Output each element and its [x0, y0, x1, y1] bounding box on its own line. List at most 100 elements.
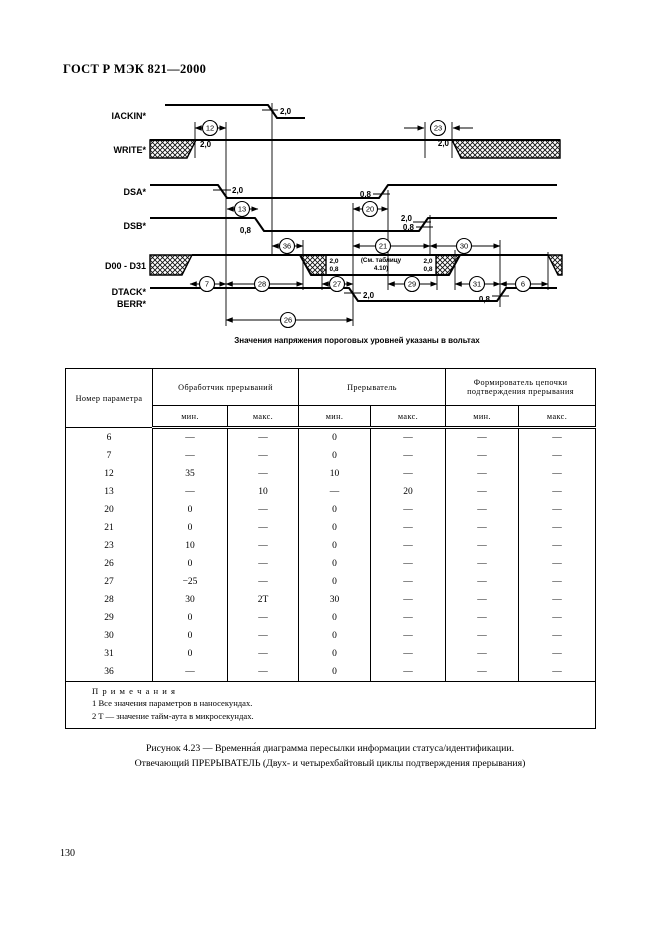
- dsa-v08-label: 0,8: [360, 190, 372, 199]
- param-number-cell: 23: [65, 537, 153, 555]
- value-cell: —: [518, 427, 597, 447]
- value-cell: —: [518, 645, 597, 663]
- param-number-cell: 31: [65, 645, 153, 663]
- value-cell: —: [370, 663, 447, 682]
- value-cell: —: [518, 519, 597, 537]
- value-cell: —: [445, 519, 520, 537]
- col-header-param-number: Номер параметра: [65, 368, 153, 428]
- bus-valid-labels: 2,0 0,8 (См. таблицу 4.10) 2,0 0,8: [329, 256, 432, 273]
- value-cell: —: [445, 501, 520, 519]
- param-29: 29: [387, 275, 438, 293]
- signal-label-dsb: DSB*: [123, 221, 146, 231]
- parameter-dimensions: 12 23 13 20 36: [189, 119, 549, 329]
- param-27: 27: [321, 275, 354, 293]
- table-notes: П р и м е ч а н и я 1 Все значения парам…: [65, 680, 596, 729]
- bus-waveform: [149, 254, 563, 276]
- svg-text:7: 7: [205, 280, 209, 289]
- standard-title: ГОСТ Р МЭК 821—2000: [63, 62, 207, 76]
- param-number-cell: 13: [65, 483, 153, 501]
- value-cell: 0: [298, 519, 372, 537]
- param-number-cell: 20: [65, 501, 153, 519]
- svg-text:27: 27: [333, 280, 341, 289]
- value-cell: —: [445, 465, 520, 483]
- value-cell: —: [152, 483, 228, 501]
- signal-label-dtack: DTACK*: [112, 287, 147, 297]
- value-cell: —: [445, 573, 520, 591]
- param-number-cell: 6: [65, 427, 153, 447]
- value-cell: 0: [298, 627, 372, 645]
- value-cell: —: [518, 627, 597, 645]
- value-cell: —: [226, 555, 300, 573]
- figure-caption-line-1: Рисунок 4.23 — Временна́я диаграмма пере…: [145, 743, 515, 754]
- value-cell: —: [445, 609, 520, 627]
- param-21: 21: [352, 237, 431, 255]
- value-cell: —: [226, 537, 300, 555]
- bus-v20-right: 2,0: [423, 258, 432, 265]
- bus-v08-left: 0,8: [329, 266, 338, 273]
- param-number-cell: 27: [65, 573, 153, 591]
- value-cell: —: [370, 501, 447, 519]
- svg-text:28: 28: [258, 280, 266, 289]
- page-number: 130: [60, 848, 75, 859]
- param-number-cell: 30: [65, 627, 153, 645]
- value-cell: 20: [370, 483, 447, 501]
- value-cell: 0: [298, 609, 372, 627]
- bus-see-table-note-1: (См. таблицу: [361, 256, 402, 264]
- value-cell: 0: [152, 555, 228, 573]
- col-subheader-min: мин.: [445, 405, 520, 429]
- param-20: 20: [352, 200, 389, 218]
- timing-diagram: IACKIN* WRITE* DSA* DSB* D00 - D31 DTACK…: [105, 103, 563, 345]
- param-28: 28: [225, 275, 304, 293]
- value-cell: 0: [298, 573, 372, 591]
- value-cell: 0: [152, 501, 228, 519]
- dtack-v20-label: 2,0: [363, 291, 375, 300]
- figure-caption-line-2: Отвечающий ПРЕРЫВАТЕЛЬ (Двух- и четырехб…: [134, 758, 526, 770]
- value-cell: 0: [298, 501, 372, 519]
- value-cell: —: [518, 555, 597, 573]
- param-26: 26: [225, 311, 354, 329]
- value-cell: —: [445, 555, 520, 573]
- param-number-cell: 26: [65, 555, 153, 573]
- value-cell: 30: [152, 591, 228, 609]
- dsa-v20-label: 2,0: [232, 186, 244, 195]
- value-cell: —: [298, 483, 372, 501]
- value-cell: —: [370, 645, 447, 663]
- dsb-waveform: [150, 217, 557, 232]
- value-cell: —: [445, 447, 520, 465]
- value-cell: —: [370, 465, 447, 483]
- value-cell: —: [152, 447, 228, 465]
- col-subheader-max: макс.: [226, 405, 300, 429]
- table-row: 6——0———: [65, 427, 597, 447]
- param-30: 30: [429, 237, 501, 255]
- value-cell: —: [370, 591, 447, 609]
- param-number-cell: 29: [65, 609, 153, 627]
- value-cell: —: [226, 663, 300, 682]
- dsb-v08-right-label: 0,8: [403, 223, 415, 232]
- value-cell: 10: [152, 537, 228, 555]
- value-cell: 10: [298, 465, 372, 483]
- value-cell: —: [226, 609, 300, 627]
- value-cell: 10: [226, 483, 300, 501]
- param-number-cell: 12: [65, 465, 153, 483]
- table-header: Номер параметра Обработчик прерываний Пр…: [65, 368, 597, 429]
- value-cell: —: [445, 537, 520, 555]
- value-cell: —: [518, 663, 597, 682]
- value-cell: —: [518, 573, 597, 591]
- value-cell: —: [226, 519, 300, 537]
- value-cell: 0: [152, 627, 228, 645]
- signal-label-iackin: IACKIN*: [111, 111, 146, 121]
- value-cell: —: [370, 427, 447, 447]
- param-6: 6: [499, 275, 549, 293]
- write-waveform: [149, 139, 561, 159]
- value-cell: 0: [298, 645, 372, 663]
- value-cell: —: [226, 573, 300, 591]
- value-cell: —: [370, 555, 447, 573]
- col-subheader-min: мин.: [152, 405, 228, 429]
